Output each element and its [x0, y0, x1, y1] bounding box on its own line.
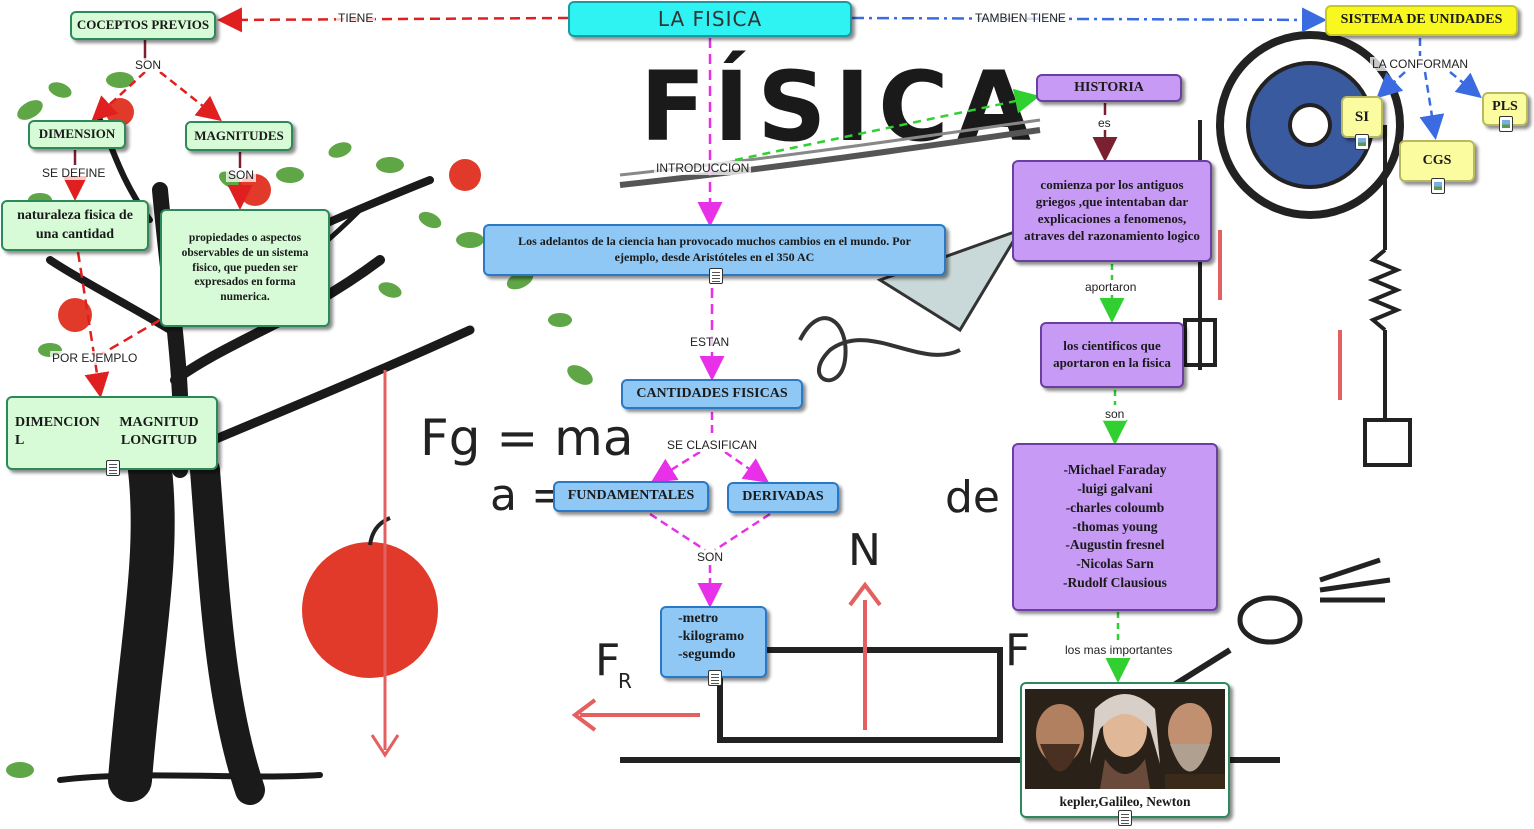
concept-cgs-text: CGS	[1422, 153, 1452, 168]
concept-adelantos-ciencia[interactable]: Los adelantos de la ciencia han provocad…	[483, 224, 946, 284]
concept-ejemplo-dimension-magnitud[interactable]: DIMENCION L MAGNITUD LONGITUD	[6, 396, 218, 476]
list-item: -kilogramo	[678, 628, 745, 644]
word-de: de	[945, 472, 1000, 523]
image-icon[interactable]	[1499, 116, 1513, 132]
document-icon[interactable]	[106, 460, 120, 476]
concept-si-text: SI	[1354, 109, 1370, 125]
concept-dimension-text: DIMENSION	[38, 126, 116, 142]
concept-sistema-unidades-text: SISTEMA DE UNIDADES	[1340, 12, 1503, 28]
link-label-aportaron: aportaron	[1083, 280, 1139, 294]
link-label-tambien-tiene: TAMBIEN TIENE	[973, 11, 1068, 25]
document-icon[interactable]	[1118, 810, 1132, 826]
concept-adelantos-ciencia-text: Los adelantos de la ciencia han provocad…	[518, 234, 911, 264]
link-label-por-ejemplo: POR EJEMPLO	[50, 351, 140, 365]
list-item: -charles coloumb	[1065, 499, 1165, 515]
formula-fg: Fg = ma	[420, 409, 634, 467]
force-f-label: F	[1005, 625, 1030, 676]
concept-comienza-griegos[interactable]: comienza por los antiguos griegos ,que i…	[1012, 160, 1212, 262]
concept-cientificos-aportaron[interactable]: los cientificos que aportaron en la fisi…	[1040, 322, 1184, 388]
title-node-la-fisica[interactable]: LA FISICA	[568, 1, 852, 37]
leaves	[6, 72, 593, 778]
force-n-label: N	[848, 525, 881, 576]
link-label-la-conforman: LA CONFORMAN	[1370, 57, 1471, 71]
concept-kepler-galileo-newton[interactable]: kepler,Galileo, Newton	[1020, 682, 1230, 826]
link-label-son-cientificos: son	[1103, 407, 1127, 421]
concept-propiedades-text: propiedades o aspectos observables de un…	[181, 231, 309, 304]
concept-pls[interactable]: PLS	[1482, 92, 1528, 132]
concept-comienza-griegos-text: comienza por los antiguos griegos ,que i…	[1024, 177, 1200, 243]
list-item: -Nicolas Sarn	[1076, 556, 1154, 572]
link-label-se-clasifican: SE CLASIFICAN	[665, 438, 760, 452]
concept-cantidades-fisicas[interactable]: CANTIDADES FISICAS	[621, 379, 803, 409]
portraits-image	[1025, 689, 1225, 789]
concept-unidades-list[interactable]: -metro -kilogramo -segumdo	[660, 606, 767, 686]
link-label-son-conceptos: SON	[133, 58, 164, 72]
concept-naturaleza-fisica[interactable]: naturaleza fisica de una cantidad	[1, 200, 149, 251]
list-item: -segumdo	[678, 647, 736, 663]
link-label-son-cantidades: SON	[695, 550, 726, 564]
concept-pls-text: PLS	[1492, 99, 1518, 114]
concept-cgs[interactable]: CGS	[1399, 140, 1475, 194]
concept-coceptos-previos-text: COCEPTOS PREVIOS	[76, 17, 210, 33]
concept-naturaleza-fisica-text: naturaleza fisica de una cantidad	[17, 208, 133, 242]
title-node-text: LA FISICA	[657, 7, 763, 31]
force-fr-subscript: R	[618, 669, 632, 693]
concept-fundamentales[interactable]: FUNDAMENTALES	[553, 481, 709, 512]
concept-derivadas-text: DERIVADAS	[742, 489, 824, 505]
list-item: -thomas young	[1072, 518, 1158, 534]
list-item: -Rudolf Clausious	[1063, 575, 1167, 591]
list-item: -Augustin fresnel	[1065, 537, 1165, 553]
background-heading: FÍSICA	[640, 50, 1039, 163]
list-item: -luigi galvani	[1077, 480, 1153, 496]
image-icon[interactable]	[1355, 134, 1369, 150]
concept-coceptos-previos[interactable]: COCEPTOS PREVIOS	[70, 11, 216, 40]
concept-fundamentales-text: FUNDAMENTALES	[567, 488, 695, 504]
link-label-son-magnitudes: SON	[226, 168, 257, 182]
link-label-se-define: SE DEFINE	[40, 166, 108, 180]
link-label-los-mas-importantes: los mas importantes	[1063, 643, 1175, 657]
concept-historia[interactable]: HISTORIA	[1036, 74, 1182, 102]
concept-historia-text: HISTORIA	[1074, 79, 1144, 95]
image-icon[interactable]	[1431, 178, 1445, 194]
concept-magnitudes[interactable]: MAGNITUDES	[185, 121, 293, 151]
list-item: -metro	[678, 610, 719, 626]
concept-si[interactable]: SI	[1341, 96, 1383, 150]
link-label-es: es	[1096, 116, 1113, 130]
concept-ejemplo-left-text: DIMENCION L	[15, 415, 100, 449]
concept-kepler-galileo-newton-text: kepler,Galileo, Newton	[1059, 794, 1191, 809]
concept-dimension[interactable]: DIMENSION	[28, 120, 126, 149]
concept-ejemplo-right-text: MAGNITUD LONGITUD	[119, 415, 199, 449]
document-icon[interactable]	[708, 670, 722, 686]
concept-magnitudes-text: MAGNITUDES	[194, 127, 284, 143]
force-fr-label: F	[595, 635, 620, 686]
link-label-estan: ESTAN	[688, 335, 732, 349]
link-label-introduccion: INTRODUCCION	[654, 161, 752, 175]
list-item: -Michael Faraday	[1063, 461, 1167, 477]
concept-propiedades[interactable]: propiedades o aspectos observables de un…	[160, 209, 330, 327]
concept-cientificos-aportaron-text: los cientificos que aportaron en la fisi…	[1053, 338, 1171, 370]
document-icon[interactable]	[709, 268, 723, 284]
concept-lista-cientificos[interactable]: -Michael Faraday -luigi galvani -charles…	[1012, 443, 1218, 611]
concept-sistema-unidades[interactable]: SISTEMA DE UNIDADES	[1325, 5, 1518, 36]
concept-cantidades-fisicas-text: CANTIDADES FISICAS	[636, 385, 788, 401]
concept-derivadas[interactable]: DERIVADAS	[727, 482, 839, 513]
link-label-tiene: TIENE	[336, 11, 376, 25]
